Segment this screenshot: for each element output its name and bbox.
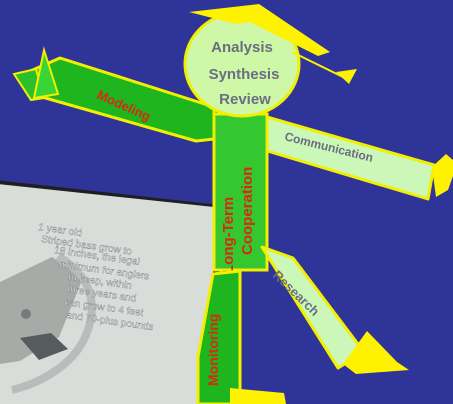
- fish-photo: 1 year old Striped bass grow to 18 inche…: [0, 180, 220, 404]
- cap-tassel: [336, 69, 357, 84]
- head-line-analysis: Analysis: [211, 39, 273, 56]
- right-arm-communication: Communication: [262, 115, 453, 201]
- fish-head-shape: [0, 257, 83, 364]
- torso-label-line-2: Cooperation: [239, 167, 256, 255]
- torso-label-line-1: Long-Term: [220, 197, 237, 274]
- torso-long-term-cooperation: Long-Term Cooperation: [212, 112, 269, 274]
- left-hand-finger: [32, 46, 60, 100]
- cap-tassel-string: [291, 51, 344, 78]
- monitoring-label: Monitoring: [205, 314, 221, 386]
- left-foot: [230, 388, 286, 404]
- right-hand: [432, 154, 453, 197]
- right-leg-research: Research: [260, 245, 409, 374]
- fish-eye: [21, 309, 31, 319]
- head-line-review: Review: [219, 91, 271, 108]
- fish-gill-shadow: [11, 252, 96, 394]
- left-leg-monitoring: Monitoring: [196, 269, 286, 404]
- graduation-cap: [189, 4, 330, 56]
- right-foot: [343, 331, 409, 374]
- head-line-synthesis: Synthesis: [209, 66, 280, 83]
- monitoring-leg-bar: [196, 269, 242, 404]
- head-analysis-synthesis-review: Analysis Synthesis Review: [183, 4, 357, 118]
- fish-mouth: [20, 333, 68, 360]
